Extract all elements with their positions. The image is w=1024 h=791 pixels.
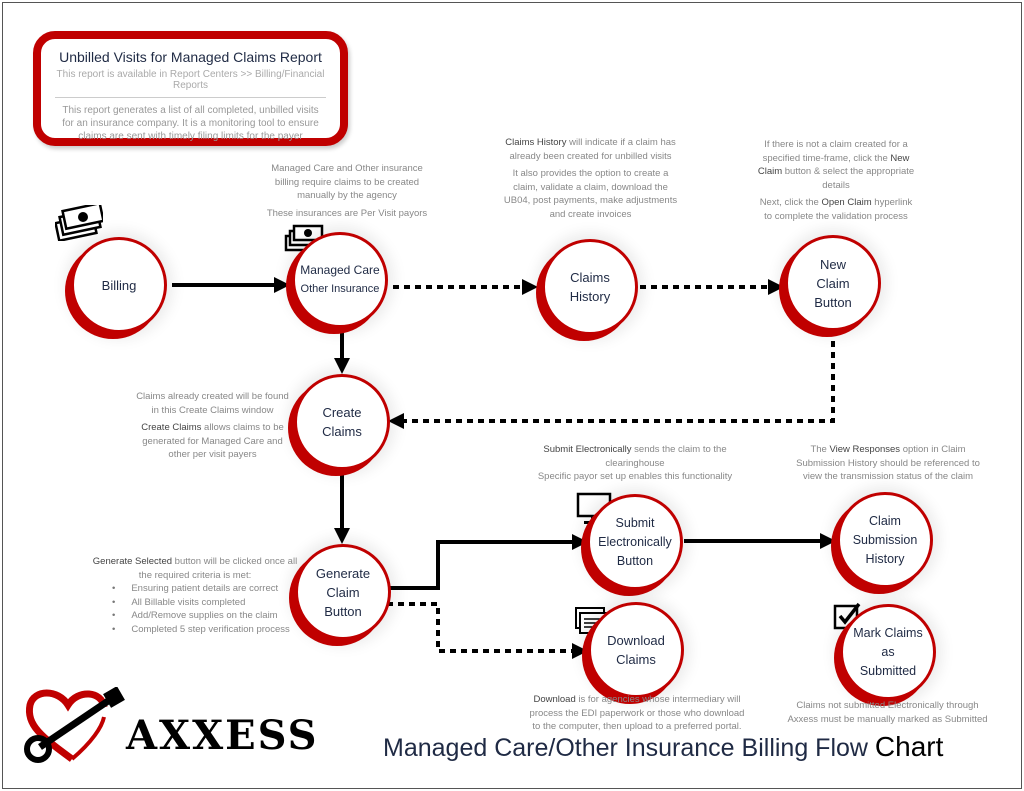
node-label: Submitted: [859, 663, 917, 678]
note-generate: Generate Selected button will be clicked…: [90, 555, 300, 636]
node-label: Claim: [816, 275, 850, 291]
node-label: Button: [324, 603, 362, 619]
note-bold: Download: [533, 694, 576, 705]
note-text: is for agencies whose intermediary will …: [529, 694, 745, 732]
node-billing: Billing: [71, 237, 167, 333]
note-create-claims: Claims already created will be found in …: [135, 390, 290, 466]
node-label: New: [819, 256, 846, 272]
node-label: Claims: [570, 270, 610, 285]
note-text: hyperlink to complete the validation pro…: [764, 197, 913, 222]
note-new-claim: If there is not a claim created for a sp…: [756, 138, 916, 227]
report-title: Unbilled Visits for Managed Claims Repor…: [59, 49, 322, 65]
note-text: Claims not submitted Electronically thro…: [787, 700, 988, 725]
note-bold: View Responses: [829, 444, 901, 455]
report-description: This report generates a list of all comp…: [62, 105, 319, 142]
note-text: button will be clicked once all the requ…: [138, 556, 298, 581]
node-label: History: [865, 551, 905, 566]
node-label: Claim: [869, 513, 901, 528]
note-text: button & select the appropriate details: [782, 166, 915, 191]
note-bold: New Claim: [757, 152, 910, 178]
node-label: Managed Care: [300, 263, 380, 277]
node-label: History: [569, 289, 611, 304]
divider: [55, 97, 326, 98]
note-text: Managed Care and Other insurance billing…: [271, 163, 423, 201]
criteria-item: Add/Remove supplies on the claim: [112, 609, 300, 623]
node-label: Claims: [322, 424, 362, 439]
node-label: Claims: [616, 652, 656, 667]
note-download: Download is for agencies whose intermedi…: [527, 693, 747, 738]
node-label: Submission: [852, 532, 918, 547]
note-bold: Generate Selected: [92, 556, 173, 567]
node-label: Submit: [615, 515, 655, 530]
node-label: Billing: [101, 277, 137, 293]
criteria-item: Ensuring patient details are correct: [112, 582, 300, 596]
money-stack-icon: [55, 205, 103, 241]
note-text: Next, click the: [759, 197, 822, 208]
node-label: Generate: [315, 565, 371, 581]
note-text: allows claims to be generated for Manage…: [142, 422, 284, 460]
note-text: It also provides the option to create a …: [503, 168, 678, 220]
report-location: This report is available in Report Cente…: [56, 69, 325, 91]
arrow-new-claim-to-create-claims: [388, 330, 835, 429]
note-managed-care: Managed Care and Other insurance billing…: [262, 162, 432, 224]
arrow-generate-to-submit: [387, 534, 588, 590]
node-label: Mark Claims: [853, 625, 923, 640]
title-text-end: Chart: [874, 731, 944, 762]
node-label: Other Insurance: [300, 283, 380, 295]
note-claims-history: Claims History will indicate if a claim …: [503, 136, 678, 225]
node-label: Claim: [326, 584, 360, 600]
node-label: Button: [814, 294, 852, 310]
axxess-heart-key-logo: [24, 687, 125, 763]
note-submit: Submit Electronically sends the claim to…: [530, 443, 740, 488]
criteria-item: All Billable visits completed: [112, 596, 300, 610]
note-text: will indicate if a claim has already bee…: [509, 137, 676, 162]
note-bold: Open Claim: [821, 197, 872, 208]
note-bold: Claims History: [505, 137, 567, 148]
arrow-generate-to-download: [387, 602, 588, 659]
note-view-responses: The View Responses option in Claim Submi…: [793, 443, 983, 488]
node-label: Download: [607, 633, 665, 648]
note-text: These insurances are Per Visit payors: [266, 207, 428, 219]
axxess-brand: AXXESS: [126, 712, 319, 759]
note-text: Specific payor set up enables this funct…: [537, 471, 733, 482]
note-text: The: [810, 444, 830, 455]
note-text: option in Claim Submission History shoul…: [796, 444, 980, 482]
money-stack-icon: [284, 224, 324, 252]
report-info-box: Unbilled Visits for Managed Claims Repor…: [33, 31, 348, 146]
criteria-list: Ensuring patient details are correct All…: [112, 582, 300, 636]
note-mark-submitted: Claims not submitted Electronically thro…: [785, 699, 990, 730]
node-label: as: [881, 644, 895, 659]
criteria-item: Completed 5 step verification process: [112, 623, 300, 637]
node-label: Create: [322, 405, 362, 420]
note-bold: Create Claims: [141, 422, 202, 433]
node-label: Electronically: [598, 534, 672, 549]
title-text: Managed Care/Other Insurance Billing Flo…: [383, 734, 875, 762]
note-bold: Submit Electronically: [543, 444, 632, 455]
node-label: Button: [616, 553, 654, 568]
note-text: sends the claim to the clearinghouse: [605, 444, 727, 469]
flow-chart-title: Managed Care/Other Insurance Billing Flo…: [383, 731, 943, 763]
note-text: If there is not a claim created for a sp…: [762, 139, 908, 164]
note-text: Claims already created will be found in …: [136, 391, 289, 416]
